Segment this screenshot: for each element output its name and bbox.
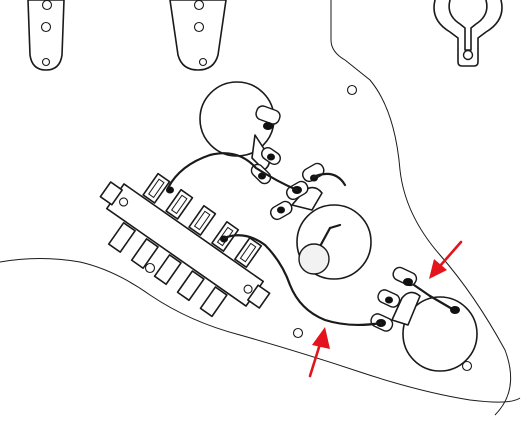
wire-switch-to-pot-a — [166, 152, 299, 192]
pickguard-inner-edge — [330, 0, 512, 416]
pickup-cover-icon — [169, 0, 227, 71]
capacitor-icon — [298, 243, 330, 275]
wire-switch-to-pot-c — [222, 234, 383, 327]
five-way-switch-icon — [99, 172, 271, 318]
pickguard-screw-hole — [144, 262, 156, 274]
red-arrow-icon — [308, 327, 330, 378]
potentiometer-icon — [199, 81, 281, 185]
pickguard-screw-hole — [292, 327, 304, 339]
pickguard-screw-hole — [461, 360, 473, 372]
pickguard-lower-edge — [0, 258, 521, 403]
pickguard-screw-hole — [346, 84, 358, 96]
wire-pot-b-to-pot-c — [311, 172, 347, 187]
red-arrow-icon — [429, 240, 463, 279]
jack-socket-icon — [433, 0, 503, 67]
pickup-cover-icon — [27, 0, 65, 71]
